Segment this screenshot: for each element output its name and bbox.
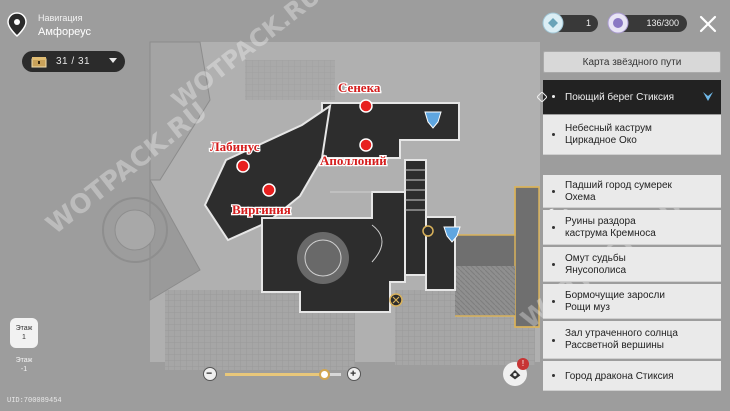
- zoom-slider[interactable]: [225, 369, 341, 380]
- chest-marker[interactable]: [236, 159, 250, 173]
- stellar-jade-counter[interactable]: 1: [542, 12, 598, 34]
- bullet-icon: [552, 339, 555, 342]
- plus-icon: [350, 370, 356, 376]
- chest-marker-label: Лабинус: [210, 139, 260, 154]
- map-pin-icon: [7, 12, 27, 38]
- star-rail-map-panel: Карта звёздного пути Поющий берег Стикси…: [537, 48, 730, 411]
- chest-marker[interactable]: [359, 99, 373, 113]
- bullet-icon: [552, 300, 555, 303]
- chest-marker-label: Аполлоний: [320, 153, 387, 168]
- floor-button-minus-1[interactable]: Этаж -1: [10, 356, 38, 382]
- zoom-control: [203, 366, 363, 382]
- map-list-item-label: Падший город сумерек: [565, 180, 672, 191]
- chest-marker[interactable]: [359, 138, 373, 152]
- chest-marker-label: Виргиния: [232, 202, 291, 217]
- tracker-icon: [509, 370, 521, 380]
- current-location: Амфореус: [38, 26, 92, 38]
- map-list-item-label: Город дракона Стиксия: [565, 371, 674, 382]
- current-location-icon: [537, 92, 547, 102]
- zoom-slider-handle[interactable]: [318, 369, 330, 380]
- zoom-slider-fill: [225, 373, 324, 376]
- bullet-icon: [552, 263, 555, 266]
- bullet-icon: [552, 226, 555, 229]
- player-uid: UID:700089454: [7, 397, 62, 405]
- selected-chevron-icon: [703, 92, 713, 101]
- map-list-item-label: Янусополиса: [565, 265, 627, 276]
- bullet-icon: [552, 374, 555, 377]
- space-anchor-icon[interactable]: [443, 226, 461, 243]
- minus-icon: [206, 372, 212, 374]
- stellar-jade-icon: [542, 12, 564, 34]
- map-list-item[interactable]: Небесный каструм Циркадное Око: [543, 115, 721, 155]
- map-list-item[interactable]: Бормочущие заросли Рощи муз: [543, 284, 721, 319]
- floor-selector: Этаж 1 Этаж -1: [10, 318, 38, 383]
- bullet-icon: [552, 133, 555, 136]
- chest-icon: [31, 56, 47, 67]
- panel-header-label: Карта звёздного пути: [582, 56, 682, 68]
- chest-counter-dropdown[interactable]: 31 / 31: [22, 51, 125, 72]
- bullet-icon: [552, 190, 555, 193]
- bullet-icon: [552, 95, 555, 98]
- map-list-item-label: Циркадное Око: [565, 135, 637, 146]
- trailblaze-power-counter[interactable]: 136/300: [607, 12, 687, 34]
- floor-number: 1: [22, 334, 26, 341]
- chest-count: 31 / 31: [56, 56, 91, 67]
- door-icon[interactable]: [422, 225, 434, 237]
- map-list-item[interactable]: Руины раздора каструма Кремноса: [543, 210, 721, 245]
- map-list-item-label: Зал утраченного солнца: [565, 328, 678, 339]
- map-list-item[interactable]: Омут судьбы Янусополиса: [543, 247, 721, 282]
- floor-label: Этаж: [15, 325, 33, 332]
- space-anchor-icon[interactable]: [424, 111, 442, 129]
- chest-marker-label: Сенека: [338, 80, 381, 95]
- floor-number: -1: [20, 366, 28, 373]
- map-list-item-label: каструма Кремноса: [565, 228, 656, 239]
- trailblaze-power-icon: [607, 12, 629, 34]
- zoom-out-button[interactable]: [203, 367, 217, 381]
- map-list-item[interactable]: Город дракона Стиксия: [543, 361, 721, 391]
- stellar-jade-value: 1: [585, 18, 591, 28]
- close-icon[interactable]: [698, 14, 718, 34]
- map-list-item[interactable]: Падший город сумерек Охема: [543, 175, 721, 208]
- map-list-item-label: Рощи муз: [565, 302, 610, 313]
- chevron-down-icon: [109, 58, 117, 63]
- map-list-item-label: Руины раздора: [565, 216, 636, 227]
- map-list-item[interactable]: Зал утраченного солнца Рассветной вершин…: [543, 321, 721, 359]
- map-list-item-label: Рассветной вершины: [565, 340, 664, 351]
- map-list-item-label: Бормочущие заросли: [565, 290, 665, 301]
- map-list-item-label: Поющий берег Стиксия: [565, 92, 675, 103]
- puzzle-icon[interactable]: [389, 293, 403, 307]
- zoom-in-button[interactable]: [347, 367, 361, 381]
- floor-button-1[interactable]: Этаж 1: [10, 318, 38, 348]
- chest-marker[interactable]: [262, 183, 276, 197]
- map-list-item-label: Омут судьбы: [565, 253, 626, 264]
- floor-label: Этаж: [15, 357, 33, 364]
- map-list-item-active[interactable]: Поющий берег Стиксия: [537, 80, 721, 114]
- trailblaze-power-value: 136/300: [646, 18, 679, 28]
- nav-section-label: Навигация: [38, 13, 83, 23]
- star-rail-map-button[interactable]: Карта звёздного пути: [543, 51, 721, 73]
- map-list-item-label: Охема: [565, 192, 596, 203]
- map-list-item-label: Небесный каструм: [565, 123, 652, 134]
- notification-badge: !: [517, 358, 529, 370]
